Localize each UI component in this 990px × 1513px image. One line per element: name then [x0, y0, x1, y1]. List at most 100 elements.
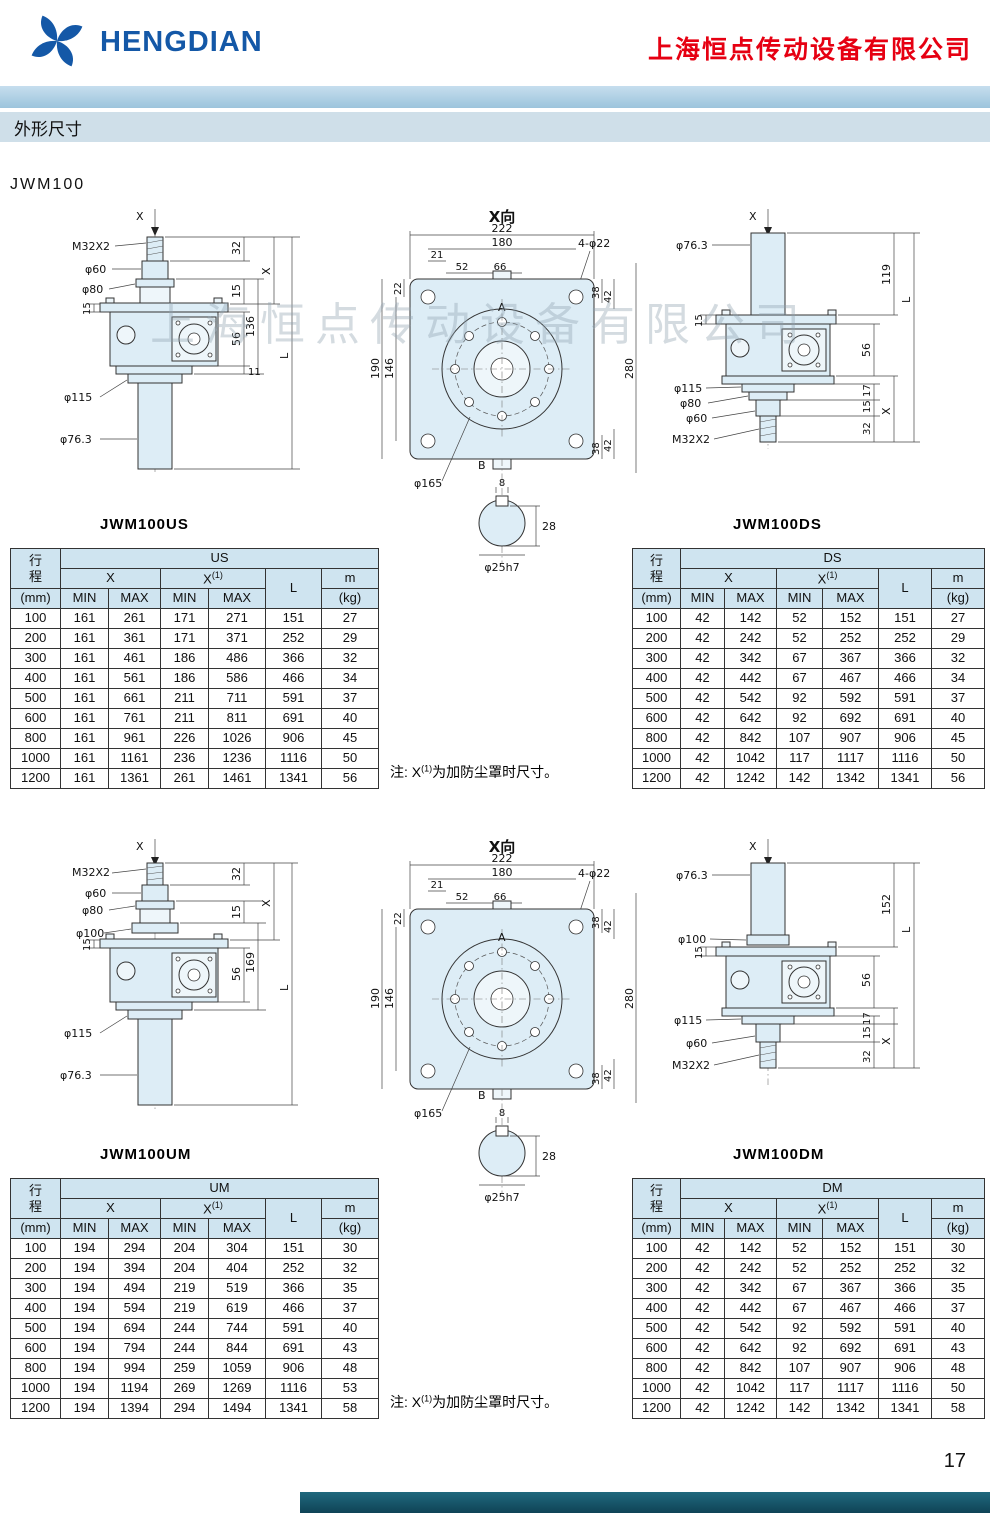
table-cell: 366	[265, 648, 322, 669]
dim-label: 28	[542, 520, 556, 533]
table-cell: 519	[208, 1278, 266, 1299]
table-cell: 211	[160, 688, 209, 709]
shaft-b-label: B	[478, 459, 486, 472]
table-cell: 1059	[208, 1358, 266, 1379]
model-label: JWM100	[10, 176, 86, 193]
table-cell: 1269	[208, 1378, 266, 1399]
table-cell: 50	[931, 1378, 985, 1399]
table-cell: 27	[321, 608, 379, 629]
dim-label: 222	[492, 852, 513, 865]
table-cell: 29	[931, 628, 985, 649]
col-header-max: MAX	[108, 1218, 161, 1239]
dim-label: 32	[862, 422, 873, 435]
table-cell: 211	[160, 708, 209, 729]
dim-label: 38	[591, 442, 602, 455]
table-cell: 661	[108, 688, 161, 709]
col-header-stroke: 行程	[10, 548, 61, 589]
table-cell: 400	[632, 1298, 681, 1319]
axis-label: X	[136, 210, 144, 223]
table-cell: 1341	[878, 1398, 932, 1419]
table-cell: 961	[108, 728, 161, 749]
table-cell: 32	[931, 648, 985, 669]
dim-label: 15	[694, 946, 705, 959]
dia-label: φ165	[414, 477, 442, 490]
table-cell: 194	[60, 1298, 109, 1319]
col-header-x1: X(1)	[160, 568, 266, 589]
col-header-l: L	[265, 568, 322, 609]
table-cell: 107	[776, 728, 823, 749]
table-cell: 371	[208, 628, 266, 649]
table-cell: 844	[208, 1338, 266, 1359]
table-cell: 259	[160, 1358, 209, 1379]
table-cell: 151	[265, 608, 322, 629]
table-cell: 200	[10, 1258, 61, 1279]
table-cell: 1161	[108, 748, 161, 769]
col-header-min: MIN	[60, 588, 109, 609]
table-cell: 42	[680, 608, 725, 629]
col-header-kg: (kg)	[321, 588, 379, 609]
table-cell: 152	[822, 1238, 879, 1259]
col-header-min: MIN	[160, 1218, 209, 1239]
table-cell: 592	[822, 1318, 879, 1339]
drawing-caption-us: JWM100US	[100, 516, 189, 533]
table-cell: 691	[878, 708, 932, 729]
col-header-mm: (mm)	[10, 588, 61, 609]
col-header-stroke: 行程	[632, 1178, 681, 1219]
table-cell: 56	[321, 768, 379, 789]
table-cell: 400	[10, 1298, 61, 1319]
table-cell: 400	[10, 668, 61, 689]
table-cell: 1242	[724, 1398, 777, 1419]
table-cell: 1116	[265, 1378, 322, 1399]
table-cell: 194	[60, 1378, 109, 1399]
table-cell: 1116	[265, 748, 322, 769]
col-header-min: MIN	[776, 1218, 823, 1239]
dim-label: 119	[880, 264, 893, 285]
table-cell: 1117	[822, 748, 879, 769]
table-cell: 151	[265, 1238, 322, 1259]
table-cell: 561	[108, 668, 161, 689]
table-cell: 466	[265, 668, 322, 689]
table-cell: 42	[680, 648, 725, 669]
table-cell: 27	[931, 608, 985, 629]
table-cell: 500	[632, 1318, 681, 1339]
dia-label: φ80	[82, 904, 103, 917]
table-cell: 161	[60, 608, 109, 629]
table-cell: 252	[265, 628, 322, 649]
dim-label: 152	[880, 894, 893, 915]
table-cell: 35	[931, 1278, 985, 1299]
table-cell: 100	[632, 1238, 681, 1259]
table-cell: 161	[60, 728, 109, 749]
dim-label: 15	[82, 302, 93, 315]
table-cell: 467	[822, 668, 879, 689]
table-cell: 252	[265, 1258, 322, 1279]
table-cell: 151	[878, 608, 932, 629]
table-cell: 600	[632, 1338, 681, 1359]
dim-label: 169	[244, 952, 257, 973]
table-cell: 1236	[208, 748, 266, 769]
col-header-x: X	[60, 1198, 161, 1219]
table-cell: 92	[776, 688, 823, 709]
dia-label: φ100	[678, 933, 706, 946]
table-cell: 800	[632, 1358, 681, 1379]
dia-label: φ80	[680, 397, 701, 410]
table-cell: 58	[931, 1398, 985, 1419]
table-cell: 42	[680, 708, 725, 729]
table-cell: 242	[724, 1258, 777, 1279]
table-cell: 442	[724, 668, 777, 689]
footer-bar	[300, 1492, 990, 1513]
col-header-m: m	[321, 568, 379, 589]
table-cell: 1242	[724, 768, 777, 789]
table-cell: 37	[321, 1298, 379, 1319]
table-cell: 40	[321, 1318, 379, 1339]
table-cell: 142	[724, 608, 777, 629]
table-cell: 42	[680, 688, 725, 709]
table-cell: 466	[878, 668, 932, 689]
table-cell: 42	[680, 1258, 725, 1279]
table-cell: 800	[632, 728, 681, 749]
table-cell: 30	[321, 1238, 379, 1259]
